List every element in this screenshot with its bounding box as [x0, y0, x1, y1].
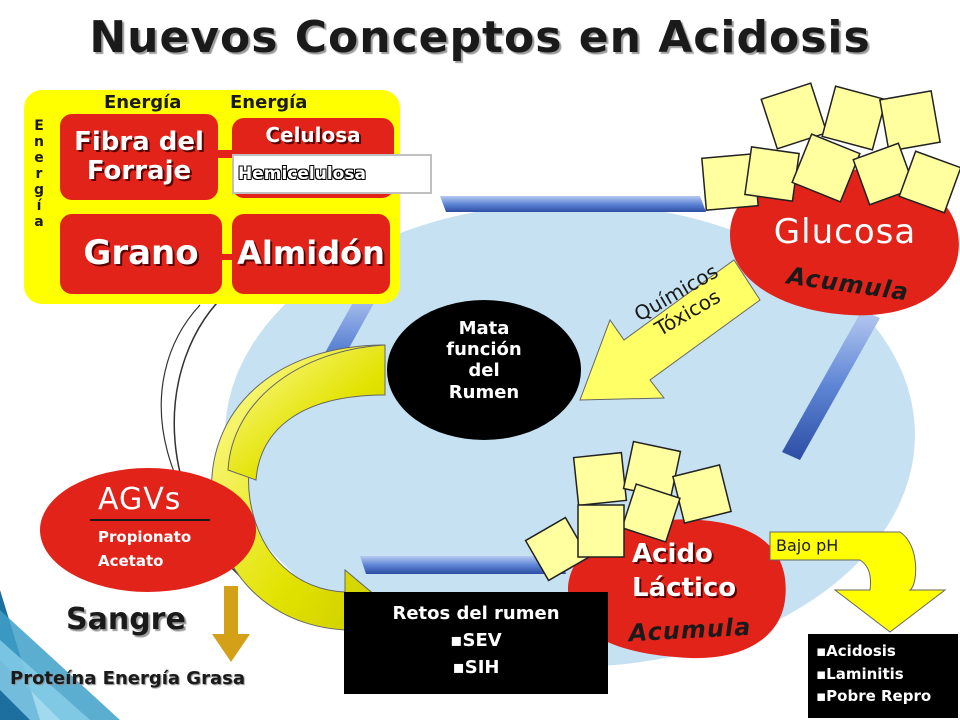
- agvs-propionato: Propionato: [98, 528, 192, 546]
- mata-oval: [387, 300, 581, 440]
- bajo-ph-label: Bajo pH: [776, 536, 839, 555]
- quimicos-arrow: [579, 259, 761, 401]
- fibra-celulosa-connector: [218, 150, 234, 158]
- retos-item: ▪SEV: [450, 630, 502, 651]
- vertical-letter: n: [34, 134, 44, 150]
- vertical-letter: E: [34, 118, 44, 134]
- mata-line: función: [446, 339, 522, 361]
- glucosa-blob: [730, 169, 959, 316]
- mata-line: Mata: [458, 318, 510, 339]
- vertical-letter: g: [33, 182, 45, 198]
- retos-box: Retos del rumen ▪SEV ▪SIH: [344, 592, 608, 694]
- mata-label: Mata función del Rumen: [400, 318, 568, 403]
- fibra-label: Fibra del Forraje: [74, 127, 204, 186]
- rumen-bar-bottom: [360, 556, 566, 574]
- hemicelulosa-label: Hemicelulosa: [238, 164, 366, 184]
- sangre-label: Sangre: [66, 602, 186, 637]
- acido-label: Acido Láctico: [632, 538, 736, 606]
- grano-box: Grano: [60, 214, 222, 294]
- vertical-letter: r: [35, 166, 43, 182]
- corner-swoosh: [0, 590, 120, 720]
- grano-almidon-connector: [222, 254, 234, 260]
- proteina-label: Proteína Energía Grasa: [10, 668, 245, 689]
- vertical-letter: í: [36, 198, 42, 214]
- page-title: Nuevos Conceptos en Acidosis: [89, 12, 871, 63]
- energia-label-right: Energía: [230, 92, 308, 113]
- outcome-item: ▪Laminitis: [816, 664, 904, 683]
- agvs-oval: [40, 468, 256, 592]
- almidon-box: Almidón: [232, 214, 390, 294]
- sangre-arrow: [212, 586, 250, 662]
- mata-line: del: [468, 360, 500, 382]
- glucose-molecules: [701, 82, 960, 214]
- outcomes-box: ▪Acidosis ▪Laminitis ▪Pobre Repro: [808, 634, 958, 718]
- curved-arrow-band: [227, 344, 386, 481]
- almidon-label: Almidón: [237, 234, 385, 273]
- retos-item: ▪SIH: [452, 657, 500, 678]
- rumen-bar-top: [440, 196, 706, 212]
- retos-title: Retos del rumen: [392, 603, 560, 624]
- rumen-bar-right: [782, 310, 880, 460]
- agvs-title: AGVs: [98, 482, 182, 517]
- mata-line: Rumen: [448, 381, 520, 403]
- acido-line2: Láctico: [632, 572, 737, 603]
- glucosa-label: Glucosa: [773, 212, 917, 252]
- outcome-item: ▪Acidosis: [816, 642, 896, 660]
- lactate-molecules: [524, 440, 733, 582]
- vertical-letter: a: [34, 214, 44, 230]
- fibra-box: Fibra del Forraje: [60, 114, 218, 200]
- hemicelulosa-tag: Hemicelulosa: [232, 154, 432, 194]
- energia-vertical-label: E n e r g í a: [32, 118, 46, 230]
- acido-line1: Acido: [632, 539, 713, 569]
- bajo-ph-arrow: [769, 531, 947, 633]
- celulosa-label: Celulosa: [265, 123, 361, 147]
- vertical-letter: e: [34, 150, 44, 166]
- agvs-acetato: Acetato: [98, 552, 164, 570]
- grano-label: Grano: [83, 233, 199, 274]
- energia-label-left: Energía: [104, 92, 182, 113]
- outcome-item: ▪Pobre Repro: [816, 687, 932, 705]
